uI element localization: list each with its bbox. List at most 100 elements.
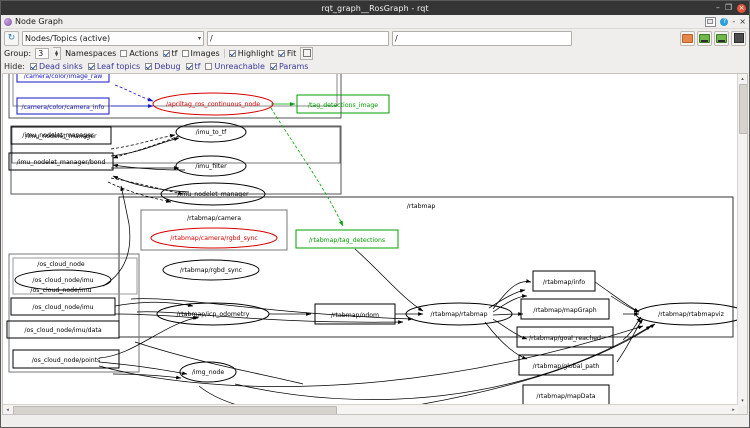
node-label: /imu_nodelet_manager/bond: [17, 159, 106, 166]
node-label: /rtabmap/rtabmapviz: [658, 311, 724, 318]
node-label: /rtabmap/info: [543, 279, 585, 286]
window-close-button[interactable]: ×: [737, 3, 746, 13]
graph-viewport[interactable]: /rtabmap /rtabmap/camera /imu_nodelet_ma…: [3, 74, 739, 411]
node-camera-image-raw[interactable]: /camera/color/image_raw: [16, 74, 110, 83]
node-rtabmap-mapdata[interactable]: /rtabmap/mapData: [522, 384, 610, 406]
node-imu-nodelet-manager-ellipse[interactable]: /imu_nodelet_manager: [160, 182, 266, 206]
node-tag-detections-image[interactable]: /tag_detections_image: [296, 94, 390, 114]
node-label: /imu_nodelet_manager: [177, 191, 249, 198]
node-os-cloud-node-imu-box[interactable]: /os_cloud_node/imu: [10, 297, 116, 316]
vertical-scroll-thumb[interactable]: [739, 84, 747, 134]
horizontal-scroll-thumb[interactable]: [13, 406, 337, 414]
panel-minimize-button[interactable]: -: [732, 16, 736, 26]
save-dot-button[interactable]: [697, 30, 712, 46]
group-box-camera: [8, 74, 342, 119]
node-os-cloud-node-imu-data[interactable]: /os_cloud_node/imu/data: [6, 320, 120, 339]
toggle-background-button[interactable]: [731, 30, 746, 46]
node-filter-input[interactable]: /: [392, 30, 572, 46]
node-camera-info[interactable]: /camera/color/camera_info: [16, 97, 110, 115]
graph-type-select[interactable]: Nodes/Topics (active) ▾: [22, 30, 204, 46]
fit-checkbox[interactable]: Fit: [277, 49, 296, 58]
panel-float-icon[interactable]: [705, 16, 717, 27]
scroll-down-icon[interactable]: ▾: [741, 397, 744, 404]
group-label-imu-nodelet: /imu_nodelet_manager: [22, 132, 94, 139]
node-imu-nodelet-manager-bond[interactable]: /imu_nodelet_manager/bond: [8, 152, 114, 171]
vertical-scrollbar[interactable]: ▴ ▾: [737, 74, 747, 405]
node-os-cloud-node-imu-ellipse[interactable]: /os_cloud_node/imu: [14, 269, 112, 291]
node-label: /rtabmap/mapGraph: [533, 307, 596, 314]
node-os-cloud-node-points[interactable]: /os_cloud_node/points: [12, 349, 120, 369]
toolbar-row-options: Group: 3 ▲▼ Namespaces Actions tf Images…: [4, 46, 746, 60]
scroll-right-icon[interactable]: ▸: [732, 406, 735, 413]
checkbox-unreachable-box: [205, 62, 213, 70]
actions-checkbox[interactable]: Actions: [120, 49, 159, 58]
help-icon[interactable]: ?: [720, 17, 729, 26]
group-box-rtabmap-camera: [140, 209, 288, 251]
group-depth-input[interactable]: 3: [35, 47, 50, 59]
dead-sinks-checkbox[interactable]: Dead sinks: [29, 62, 83, 71]
group-depth-stepper[interactable]: ▲▼: [53, 46, 62, 60]
leaf-topics-checkbox[interactable]: Leaf topics: [87, 61, 141, 71]
debug-checkbox[interactable]: Debug: [145, 62, 181, 71]
node-apriltag-ros-continuous[interactable]: /apriltag_ros_continuous_node: [152, 92, 274, 116]
node-rtabmap-rtabmapviz[interactable]: /rtabmap/rtabmapviz: [635, 302, 739, 326]
node-rtabmap-tag-detections[interactable]: /rtabmap/tag_detections: [295, 229, 399, 249]
group-box-rtabmap: [118, 196, 734, 338]
node-rtabmap-global-path[interactable]: /rtabmap/global_path: [518, 354, 614, 376]
node-img-node[interactable]: /img_node: [179, 361, 237, 383]
node-label: /rtabmap/camera/rgbd_sync: [170, 235, 258, 242]
window-title-bar: rqt_graph__RosGraph - rqt – ❐ ×: [1, 1, 749, 15]
chevron-down-icon: ▾: [197, 34, 201, 42]
node-rtabmap-camera-rgbd-sync[interactable]: /rtabmap/camera/rgbd_sync: [150, 227, 278, 249]
panel-close-button[interactable]: ×: [739, 16, 746, 26]
params-checkbox[interactable]: Params: [269, 62, 308, 71]
load-dot-button[interactable]: [680, 30, 695, 46]
leaf-topics-label: Leaf topics: [96, 61, 141, 71]
highlight-checkbox[interactable]: Highlight: [228, 49, 274, 58]
node-label: /img_node: [192, 369, 224, 376]
node-imu-to-tf[interactable]: /imu_to_tf: [175, 121, 247, 143]
node-rtabmap-odom[interactable]: /rtabmap/odom: [314, 303, 396, 325]
unreachable-checkbox[interactable]: Unreachable: [205, 61, 265, 71]
graph-canvas[interactable]: /rtabmap /rtabmap/camera /imu_nodelet_ma…: [2, 73, 748, 415]
window-title: rqt_graph__RosGraph - rqt: [321, 3, 429, 13]
images-checkbox[interactable]: Images: [181, 48, 220, 58]
group-label-os-cloud-node-imu: /os_cloud_node/imu: [30, 287, 91, 294]
node-rtabmap-rtabmap[interactable]: /rtabmap/rtabmap: [405, 302, 513, 326]
group-box-imu-nodelet: [11, 126, 341, 164]
node-rtabmap-rgbd-sync[interactable]: /rtabmap/rgbd_sync: [162, 259, 260, 281]
node-rtabmap-goal-reached[interactable]: /rtabmap/goal_reached: [516, 326, 614, 348]
tf-checkbox[interactable]: tf: [162, 49, 178, 58]
node-label: /rtabmap/global_path: [533, 363, 600, 370]
node-label: /os_cloud_node/points: [32, 357, 101, 364]
scroll-up-icon[interactable]: ▴: [741, 75, 744, 82]
node-rtabmap-icp-odometry[interactable]: /rtabmap/icp_odometry: [156, 302, 270, 326]
checkbox-dead-sinks-box: [29, 62, 37, 70]
node-rtabmap-mapgraph[interactable]: /rtabmap/mapGraph: [520, 298, 610, 320]
node-rtabmap-info[interactable]: /rtabmap/info: [532, 270, 596, 292]
namespaces-label: Namespaces: [65, 48, 117, 58]
window-maximize-button[interactable]: ❐: [724, 3, 732, 12]
node-imu-nodelet-manager-box[interactable]: /imu_nodelet_manager: [10, 126, 112, 145]
hide-label: Hide:: [4, 61, 25, 71]
topic-filter-input[interactable]: /: [207, 30, 389, 46]
node-filter-value: /: [395, 33, 398, 43]
unreachable-label: Unreachable: [214, 61, 265, 71]
checkbox-fit-box: [277, 49, 285, 57]
images-label: Images: [190, 48, 220, 58]
save-image-button[interactable]: [714, 30, 729, 46]
save-image-icon: [716, 33, 727, 43]
group-box-os-cloud-node-imu: [12, 257, 138, 295]
node-imu-filter[interactable]: /imu_filter: [175, 155, 247, 177]
group-box-os-cloud-node: [8, 253, 140, 373]
fit-in-view-button[interactable]: [300, 46, 314, 60]
group-label-rtabmap-camera: /rtabmap/camera: [187, 215, 241, 222]
horizontal-scrollbar[interactable]: ◂ ▸: [3, 404, 738, 414]
toolbar-action-buttons: [680, 30, 746, 46]
window-minimize-button[interactable]: –: [715, 3, 720, 12]
scroll-left-icon[interactable]: ◂: [6, 406, 9, 413]
node-label: /os_cloud_node/imu: [32, 304, 93, 311]
refresh-button[interactable]: ↻: [4, 30, 19, 46]
tf-hide-checkbox[interactable]: tf: [185, 62, 200, 71]
